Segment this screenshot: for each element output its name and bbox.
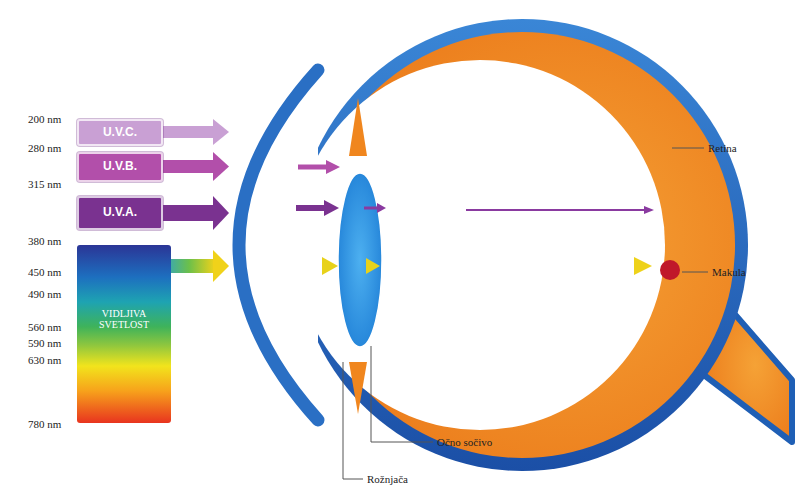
uvb-band-box: U.V.B. [77,152,163,182]
light-rays [296,160,654,275]
leader-lines [343,148,708,479]
wavelength-label: 630 nm [28,353,61,367]
part-label: Rožnjača [367,472,408,486]
sclera [296,19,748,471]
part-label: Makula [712,265,746,279]
ciliary-body [349,98,367,156]
vitreous [295,60,665,430]
macula-spot [660,260,680,280]
band-name: VIDLJIVA SVETLOST [77,308,171,330]
ciliary-body [349,362,367,414]
wavelength-label: 280 nm [28,141,61,155]
wavelength-label: 315 nm [28,177,61,191]
part-label: Retina [708,141,737,155]
part-label: Očno sočivo [437,435,492,449]
wavelength-label: 450 nm [28,265,61,279]
wavelength-label: 200 nm [28,112,61,126]
uvc-band-box: U.V.C. [77,119,163,146]
band-name: U.V.C. [103,126,137,139]
wavelength-label: 780 nm [28,417,61,431]
wavelength-label: 380 nm [28,234,61,248]
lens [338,173,382,347]
wavelength-label: 560 nm [28,320,61,334]
anterior-chamber [239,70,318,420]
cornea [239,70,318,420]
visible-spectrum-band: VIDLJIVA SVETLOST [77,245,171,423]
wavelength-label: 590 nm [28,336,61,350]
band-name: U.V.A. [103,206,137,219]
spectrum-arrows [163,119,229,282]
wavelength-label: 490 nm [28,287,61,301]
band-name: U.V.B. [103,160,137,173]
uva-band-box: U.V.A. [77,196,163,230]
